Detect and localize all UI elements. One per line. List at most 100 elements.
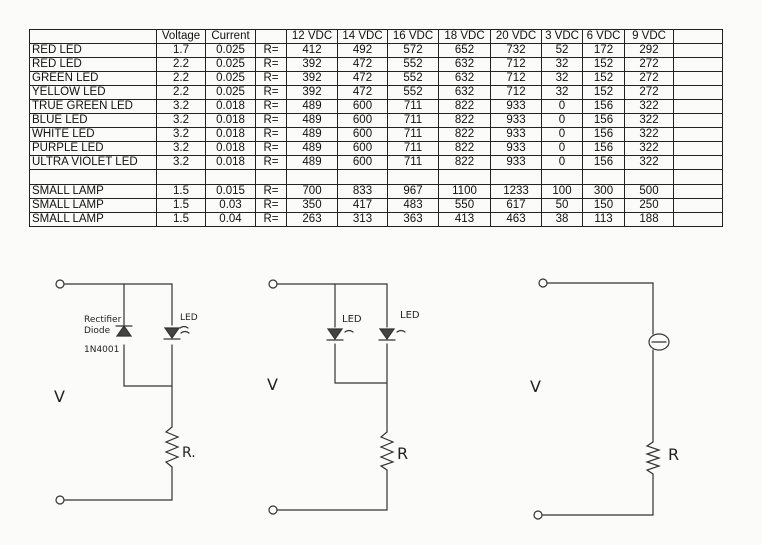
- table-cell: 0.025: [205, 71, 256, 86]
- table-cell: 600: [337, 127, 388, 142]
- table-cell: 172: [582, 43, 625, 58]
- table-cell: 322: [624, 127, 674, 142]
- table-cell: 0: [541, 113, 583, 128]
- table-cell: 3.2: [156, 141, 206, 156]
- table-cell: R=: [255, 141, 287, 156]
- table-cell: 272: [624, 71, 674, 86]
- table-cell: R=: [255, 127, 287, 142]
- lamp-symbol: [648, 333, 670, 351]
- table-cell: 472: [337, 85, 388, 100]
- table-cell: 711: [387, 99, 439, 114]
- table-cell: 272: [624, 57, 674, 72]
- table-cell: [673, 141, 723, 156]
- table-cell: 2.2: [156, 71, 206, 86]
- row-label: PURPLE LED: [29, 141, 157, 156]
- table-cell: 552: [387, 57, 439, 72]
- resistor-label: R: [397, 444, 408, 463]
- terminal-bottom: [533, 510, 543, 520]
- led-symbol-2: [378, 328, 396, 341]
- table-cell: 156: [582, 141, 625, 156]
- led-symbol-1: [326, 328, 344, 341]
- table-cell: 0.018: [205, 99, 256, 114]
- table-cell: 2.2: [156, 57, 206, 72]
- table-cell: 156: [582, 113, 625, 128]
- table-cell: 700: [286, 184, 338, 199]
- resistor-label: R: [668, 445, 679, 464]
- row-label: YELLOW LED: [29, 85, 157, 100]
- table-cell: 632: [438, 85, 491, 100]
- table-cell: 0.03: [205, 198, 256, 213]
- table-cell: 152: [582, 71, 625, 86]
- table-cell: R=: [255, 113, 287, 128]
- table-row: [29, 169, 723, 185]
- table-cell: 1.7: [156, 43, 206, 58]
- table-cell: 463: [490, 212, 542, 227]
- column-header: 3 VDC: [541, 29, 583, 44]
- table-cell: 933: [490, 99, 542, 114]
- table-cell: [673, 85, 723, 100]
- terminal-bottom: [55, 495, 65, 505]
- table-cell: 600: [337, 155, 388, 170]
- table-cell: 322: [624, 155, 674, 170]
- table-cell: [673, 99, 723, 114]
- diode-symbol: [115, 324, 133, 337]
- table-cell: 0: [541, 141, 583, 156]
- table-cell: 32: [541, 71, 583, 86]
- table-cell: 0.018: [205, 113, 256, 128]
- table-cell: 732: [490, 43, 542, 58]
- row-label: SMALL LAMP: [29, 198, 157, 213]
- led-label: LED: [180, 313, 198, 323]
- table-cell: 250: [624, 198, 674, 213]
- table-cell: 2.2: [156, 85, 206, 100]
- table-cell: 100: [541, 184, 583, 199]
- circuit-1: [55, 279, 190, 505]
- resistor-label: R.: [182, 445, 196, 461]
- voltage-label: V: [54, 387, 65, 406]
- terminal-top: [538, 278, 548, 288]
- table-cell: 32: [541, 85, 583, 100]
- table-cell: 3.2: [156, 99, 206, 114]
- table-cell: 413: [438, 212, 491, 227]
- table-cell: [337, 169, 388, 185]
- column-header: 20 VDC: [490, 29, 542, 44]
- table-cell: 0.04: [205, 212, 256, 227]
- circuit-sketches: Rectifier Diode 1N4001 LED V R. LED LED …: [54, 278, 679, 520]
- table-cell: 472: [337, 57, 388, 72]
- table-cell: 489: [286, 127, 338, 142]
- table-cell: 0.025: [205, 85, 256, 100]
- row-label: RED LED: [29, 43, 157, 58]
- voltage-label: V: [530, 377, 541, 396]
- table-cell: 833: [337, 184, 388, 199]
- table-cell: 363: [387, 212, 439, 227]
- table-cell: 152: [582, 57, 625, 72]
- table-cell: 500: [624, 184, 674, 199]
- table-cell: 0.025: [205, 57, 256, 72]
- resistor-symbol: [645, 441, 661, 475]
- table-cell: 711: [387, 155, 439, 170]
- table-cell: 52: [541, 43, 583, 58]
- table-cell: [582, 169, 625, 185]
- table-cell: 822: [438, 155, 491, 170]
- table-cell: 712: [490, 85, 542, 100]
- table-cell: 322: [624, 113, 674, 128]
- table-cell: 38: [541, 212, 583, 227]
- table-cell: 1.5: [156, 212, 206, 227]
- table-cell: 300: [582, 184, 625, 199]
- table-cell: R=: [255, 71, 287, 86]
- table-cell: 711: [387, 141, 439, 156]
- table-cell: 632: [438, 71, 491, 86]
- table-cell: 0: [541, 155, 583, 170]
- table-cell: [255, 169, 287, 185]
- table-cell: 552: [387, 71, 439, 86]
- table-cell: 572: [387, 43, 439, 58]
- column-header: 16 VDC: [387, 29, 439, 44]
- table-cell: 822: [438, 127, 491, 142]
- table-cell: 322: [624, 99, 674, 114]
- table-cell: 472: [337, 71, 388, 86]
- column-header: 6 VDC: [582, 29, 625, 44]
- column-header: [255, 29, 287, 44]
